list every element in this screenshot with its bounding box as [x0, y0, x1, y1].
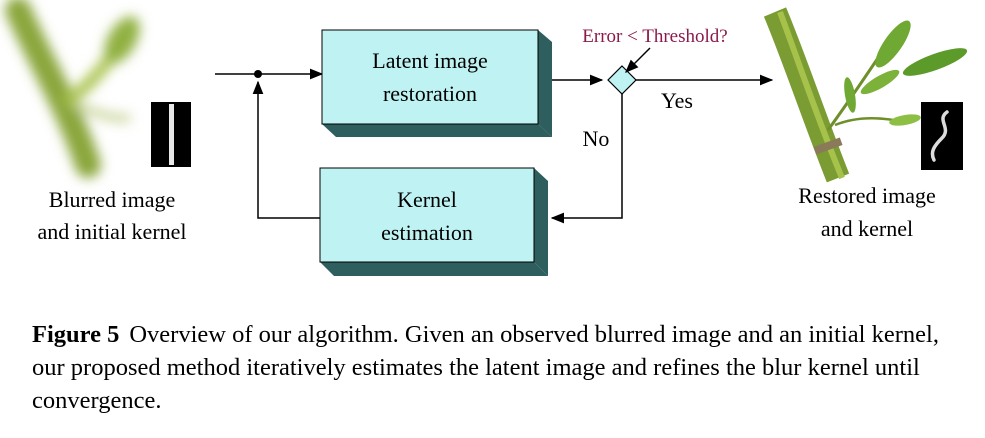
- latent-box-line2: restoration: [383, 81, 477, 106]
- no-label: No: [583, 126, 610, 151]
- no-arrow: [550, 94, 623, 224]
- kernel-box-line1: Kernel: [397, 187, 457, 212]
- output-label-line1: Restored image: [798, 183, 935, 208]
- latent-box-line1: Latent image: [372, 48, 487, 73]
- feedback-arrow: [252, 80, 320, 219]
- kernel-estimation-box: Kernel estimation: [319, 167, 548, 276]
- blurred-image: [5, 0, 140, 178]
- yes-label: Yes: [661, 88, 693, 113]
- decision-diamond: [607, 65, 637, 95]
- output-label-line2: and kernel: [821, 216, 913, 241]
- latent-image-restoration-box: Latent image restoration: [321, 29, 552, 137]
- caption-text: Overview of our algorithm. Given an obse…: [32, 321, 939, 414]
- algorithm-flow-diagram: Blurred image and initial kernel Latent …: [5, 0, 968, 276]
- initial-kernel-image: [151, 102, 191, 167]
- input-label-line1: Blurred image: [49, 187, 175, 212]
- decision-pointer-arrow: [625, 47, 651, 73]
- input-label-line2: and initial kernel: [37, 219, 186, 244]
- restored-image: [763, 7, 968, 183]
- kernel-box-line2: estimation: [381, 220, 473, 245]
- decision-label: Error < Threshold?: [582, 26, 727, 47]
- junction-dot: [254, 70, 262, 78]
- figure-label: Figure 5: [32, 321, 120, 348]
- restored-kernel-image: [921, 102, 963, 170]
